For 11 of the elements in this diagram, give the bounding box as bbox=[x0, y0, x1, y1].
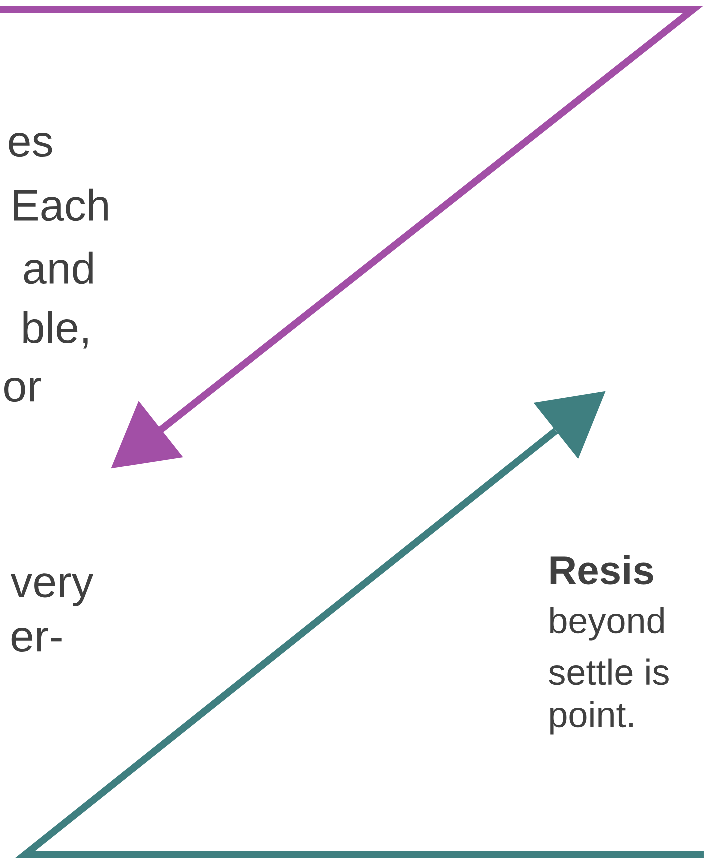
heading-text: Resis bbox=[550, 555, 654, 585]
body-text: and bbox=[24, 252, 93, 284]
body-text: beyond bbox=[550, 607, 664, 641]
body-text: ble, bbox=[24, 311, 88, 349]
body-text: es bbox=[9, 132, 52, 158]
body-text: or bbox=[4, 378, 42, 402]
body-text: very bbox=[10, 574, 94, 606]
body-text: point. bbox=[550, 701, 633, 735]
body-text: er- bbox=[12, 628, 62, 652]
body-text: Each bbox=[14, 188, 108, 222]
body-text: settle is bbox=[549, 658, 669, 686]
